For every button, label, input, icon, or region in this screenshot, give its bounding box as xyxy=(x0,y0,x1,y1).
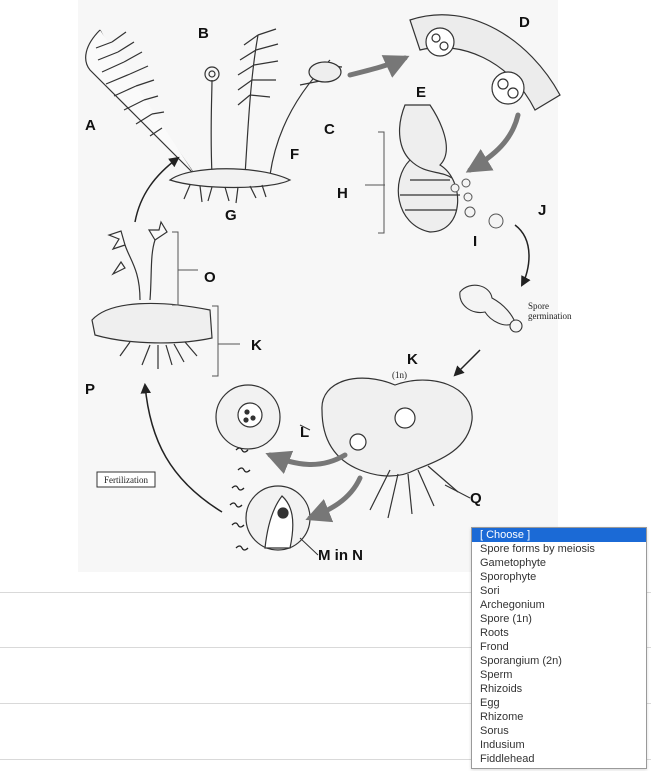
dropdown-option[interactable]: Sori xyxy=(480,585,500,597)
divider-line xyxy=(0,647,651,648)
dropdown-option[interactable]: Gametophyte xyxy=(480,557,547,569)
sperm-drawing xyxy=(229,447,251,551)
divider-line xyxy=(0,703,651,704)
fiddlehead-drawing xyxy=(204,66,220,176)
fertilization-box xyxy=(96,471,156,488)
label-j: J xyxy=(538,202,546,219)
label-k-left: K xyxy=(251,337,262,354)
label-p: P xyxy=(85,381,95,398)
label-a: A xyxy=(85,117,96,134)
dropdown-option[interactable]: Sporangium (2n) xyxy=(480,655,562,667)
dropdown-option[interactable]: Sporophyte xyxy=(480,571,537,583)
dropdown-option[interactable]: Spore (1n) xyxy=(480,613,532,625)
divider-line xyxy=(0,759,651,760)
spores-drawing xyxy=(450,178,504,229)
zoom-arrows xyxy=(265,55,521,523)
label-e: E xyxy=(416,84,426,101)
label-c: C xyxy=(324,121,335,138)
label-d: D xyxy=(519,14,530,31)
archegonium-zoom-drawing xyxy=(245,485,311,551)
dropdown-option[interactable]: Roots xyxy=(480,627,509,639)
dropdown-option[interactable]: Spore forms by meiosis xyxy=(480,543,595,555)
spore-germination-text-2: germination xyxy=(528,311,572,321)
dropdown-option-choose[interactable]: [ Choose ] xyxy=(472,528,646,542)
dropdown-option[interactable]: Egg xyxy=(480,697,500,709)
label-k-right: K xyxy=(407,351,418,368)
frond-drawing xyxy=(85,29,196,176)
rhizome-drawing xyxy=(168,168,292,204)
fertilization-text: Fertilization xyxy=(104,475,148,485)
spore-germination-text-1: Spore xyxy=(528,301,549,311)
label-i: I xyxy=(473,233,477,250)
brackets xyxy=(172,131,385,377)
label-g: G xyxy=(225,207,237,224)
sorus-drawing xyxy=(409,14,561,111)
label-l: L xyxy=(300,424,309,441)
dropdown-option[interactable]: Sorus xyxy=(480,725,509,737)
antheridium-zoom-drawing xyxy=(215,384,281,450)
dropdown-option[interactable]: Archegonium xyxy=(480,599,545,611)
dropdown-option[interactable]: Indusium xyxy=(480,739,525,751)
dropdown-option[interactable]: Fiddlehead xyxy=(480,753,535,765)
spore-germination-drawing xyxy=(459,284,523,333)
ploidy-text: (1n) xyxy=(392,370,407,380)
fertile-frond-drawing xyxy=(237,28,343,176)
label-h: H xyxy=(337,185,348,202)
dropdown-option[interactable]: Rhizoids xyxy=(480,683,523,695)
divider-line xyxy=(0,592,651,593)
label-m-in-n: M in N xyxy=(318,547,363,564)
cycle-arrows xyxy=(134,156,531,513)
young-sporophyte-drawing xyxy=(91,220,213,369)
label-q: Q xyxy=(470,490,482,507)
dropdown-option[interactable]: Rhizome xyxy=(480,711,524,723)
dropdown-option[interactable]: Sperm xyxy=(480,669,513,681)
sporangium-drawing xyxy=(397,104,460,233)
dropdown-option[interactable]: Frond xyxy=(480,641,509,653)
leader-lines xyxy=(299,424,471,556)
label-o: O xyxy=(204,269,216,286)
label-b: B xyxy=(198,25,209,42)
label-f: F xyxy=(290,146,299,163)
prothallus-drawing xyxy=(321,377,473,519)
